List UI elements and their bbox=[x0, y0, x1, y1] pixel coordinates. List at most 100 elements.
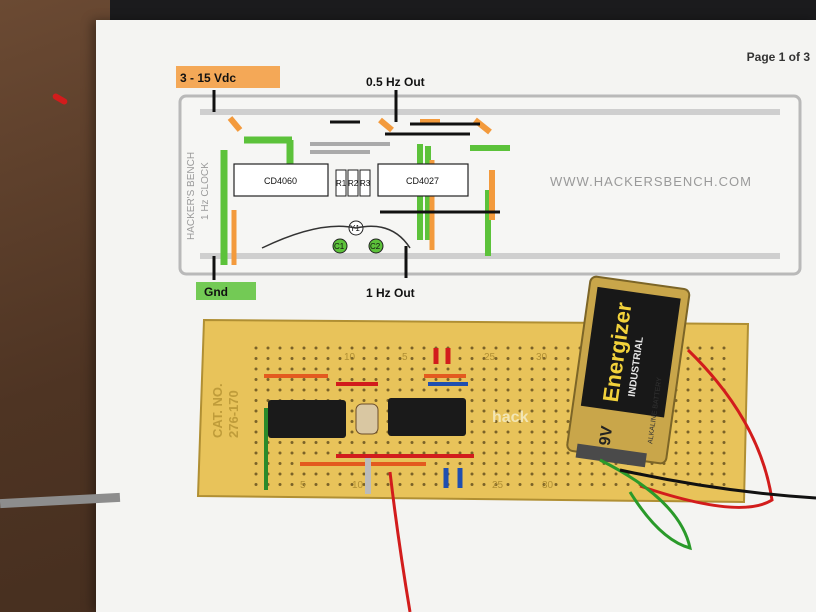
board-hole bbox=[698, 378, 702, 381]
board-hole bbox=[686, 357, 690, 360]
board-hole bbox=[374, 472, 378, 476]
board-hole bbox=[506, 472, 510, 476]
board-hole bbox=[458, 357, 462, 360]
board-hole bbox=[470, 483, 474, 486]
board-hole bbox=[722, 430, 726, 434]
board-hole bbox=[338, 441, 342, 444]
board-hole bbox=[686, 441, 690, 444]
board-hole bbox=[530, 346, 534, 350]
board-hole bbox=[518, 483, 522, 486]
red-lead-down bbox=[388, 471, 412, 612]
board-hole bbox=[686, 367, 690, 371]
board-hole bbox=[542, 483, 546, 486]
board-hole bbox=[290, 472, 294, 476]
board-hole bbox=[374, 346, 378, 350]
board-hole bbox=[554, 357, 558, 360]
board-hole bbox=[494, 472, 498, 476]
board-hole bbox=[590, 483, 594, 486]
board-hole bbox=[698, 388, 702, 392]
supply-highlight bbox=[176, 66, 280, 88]
board-hole bbox=[410, 378, 414, 381]
board-hole bbox=[530, 409, 534, 413]
board-hole bbox=[482, 483, 486, 486]
board-hole bbox=[722, 451, 726, 455]
board-hole bbox=[350, 472, 354, 476]
board-hole bbox=[266, 388, 270, 392]
cat-no-value: 276-170 bbox=[226, 390, 241, 438]
board-hole bbox=[566, 388, 570, 392]
board-hole bbox=[554, 430, 558, 434]
board-hole bbox=[518, 388, 522, 392]
board-hole bbox=[686, 430, 690, 434]
board-hole bbox=[326, 441, 330, 444]
board-hole bbox=[518, 378, 522, 381]
board-hole bbox=[518, 430, 522, 434]
board-hole bbox=[362, 346, 366, 350]
cat-no-label: CAT. NO. bbox=[210, 383, 225, 438]
board-hole bbox=[506, 378, 510, 381]
board-hole bbox=[386, 388, 390, 392]
board-hole bbox=[710, 399, 714, 402]
board-hole bbox=[698, 346, 702, 350]
board-hole bbox=[254, 378, 258, 381]
board-hole bbox=[458, 462, 462, 465]
board-hole bbox=[566, 462, 570, 465]
board-hole bbox=[482, 378, 486, 381]
board-hole bbox=[278, 388, 282, 392]
c1-label: C1 bbox=[334, 242, 345, 251]
board-hole bbox=[554, 346, 558, 350]
board-hole bbox=[422, 367, 426, 371]
board-hole bbox=[326, 388, 330, 392]
board-hole bbox=[554, 367, 558, 371]
board-hole bbox=[458, 367, 462, 371]
board-hole bbox=[446, 462, 450, 465]
board-hole bbox=[362, 472, 366, 476]
board-hole bbox=[578, 462, 582, 465]
board-hole bbox=[542, 451, 546, 455]
board-hole bbox=[290, 388, 294, 392]
board-hole bbox=[314, 346, 318, 350]
board-hole bbox=[254, 420, 258, 423]
board-hole bbox=[542, 388, 546, 392]
board-hole bbox=[530, 430, 534, 434]
one-hz-label: 1 Hz Out bbox=[366, 286, 415, 300]
board-hole bbox=[482, 367, 486, 371]
board-hole bbox=[374, 451, 378, 455]
board-hole bbox=[470, 367, 474, 371]
gnd-highlight bbox=[196, 282, 256, 300]
board-hole bbox=[530, 367, 534, 371]
board-hole bbox=[278, 451, 282, 455]
board-hole bbox=[350, 409, 354, 413]
board-hole bbox=[530, 357, 534, 360]
board-hole bbox=[422, 483, 426, 486]
board-hole bbox=[698, 441, 702, 444]
board-hole bbox=[566, 367, 570, 371]
resistor-pack bbox=[355, 403, 379, 435]
board-hole bbox=[554, 420, 558, 423]
board-hole bbox=[710, 441, 714, 444]
board-hole bbox=[278, 346, 282, 350]
board-hole bbox=[470, 451, 474, 455]
board-hole bbox=[710, 451, 714, 455]
board-hole bbox=[530, 451, 534, 455]
board-hole bbox=[542, 346, 546, 350]
col-30-label: 30 bbox=[536, 352, 548, 363]
board-hole bbox=[722, 420, 726, 423]
board-hole bbox=[494, 357, 498, 360]
board-hole bbox=[530, 441, 534, 444]
board-hole bbox=[422, 441, 426, 444]
board-hole bbox=[278, 441, 282, 444]
board-hole bbox=[494, 409, 498, 413]
board-hole bbox=[674, 483, 678, 486]
board-hole bbox=[350, 388, 354, 392]
board-hole bbox=[398, 357, 402, 360]
board-hole bbox=[470, 409, 474, 413]
board-hole bbox=[554, 388, 558, 392]
board-hole bbox=[506, 462, 510, 465]
board-hole bbox=[398, 378, 402, 381]
board-hole bbox=[494, 430, 498, 434]
board-hole bbox=[566, 451, 570, 455]
board-hole bbox=[506, 451, 510, 455]
board-hole bbox=[506, 399, 510, 402]
board-hole bbox=[434, 378, 438, 381]
